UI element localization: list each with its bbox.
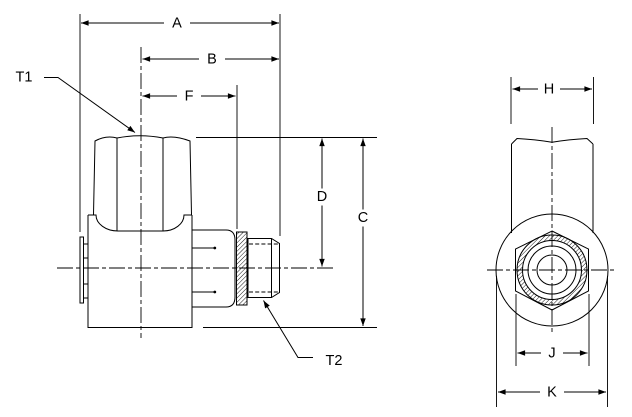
dimension-C: C — [354, 138, 372, 326]
left-end-serrations — [83, 243, 88, 299]
bore-circle — [536, 254, 568, 286]
dimension-B: B — [142, 51, 279, 68]
dimension-A: A — [81, 15, 279, 32]
locknut-hex-outline — [192, 229, 236, 308]
swivel-nut-facet-lines — [116, 138, 164, 231]
extension-lines — [79, 14, 377, 328]
end-view-extension-lines — [496, 77, 608, 407]
side-view-geometry — [57, 47, 333, 338]
dim-f-label-bg — [177, 88, 201, 104]
side-view-dimensions: A B F D C — [16, 14, 377, 369]
t1-label: T1 — [16, 70, 33, 86]
dim-a-label: A — [172, 16, 182, 32]
dim-b-label-bg — [199, 51, 225, 67]
hex-nut-end-outline — [515, 230, 589, 311]
body-outline — [87, 215, 193, 328]
dimension-H: H — [512, 81, 592, 98]
dim-k-label-bg — [540, 384, 564, 400]
thread-callout-T1: T1 — [16, 70, 136, 133]
dim-c-label: C — [358, 210, 368, 226]
dim-k-label: K — [547, 385, 557, 401]
dim-h-label: H — [544, 82, 554, 98]
dim-d-label: D — [317, 189, 327, 205]
dimension-J: J — [517, 345, 588, 362]
dimension-D: D — [313, 138, 331, 267]
dim-h-label-bg — [538, 81, 560, 97]
t2-leader-line — [263, 300, 313, 358]
washer-ring-inner-circle — [522, 240, 582, 300]
male-thread-hidden-lines — [249, 243, 279, 293]
body-outer-circle — [495, 213, 609, 327]
thread-callout-T2: T2 — [263, 300, 343, 369]
dim-c-label-bg — [354, 209, 372, 227]
washer-hatched — [236, 231, 248, 306]
locknut-facet-vertex-dot — [213, 246, 217, 250]
end-view-geometry — [487, 127, 617, 334]
left-end-cap — [79, 236, 84, 304]
dim-j-label: J — [548, 346, 555, 362]
dimension-F: F — [142, 88, 236, 105]
dimension-K: K — [498, 384, 606, 401]
dim-a-label-bg — [164, 15, 190, 31]
dim-f-label: F — [185, 89, 194, 105]
thread-circle — [527, 245, 577, 295]
dim-d-label-bg — [313, 188, 331, 206]
end-view-dimensions: H J K — [496, 77, 608, 407]
t2-label: T2 — [326, 353, 343, 369]
side-view: A B F D C — [16, 14, 377, 369]
dim-b-label: B — [207, 52, 217, 68]
dim-j-label-bg — [541, 345, 563, 361]
washer-ring-outer-circle — [516, 234, 588, 306]
end-view: H J K — [487, 77, 617, 407]
locknut-facet-lines — [192, 247, 214, 293]
end-view-body-top — [511, 137, 594, 145]
body-shoulder-fillets — [88, 214, 192, 232]
swivel-nut-outline — [93, 135, 192, 215]
t1-leader-line — [44, 77, 136, 133]
locknut-facet-vertex-dot — [213, 290, 217, 294]
